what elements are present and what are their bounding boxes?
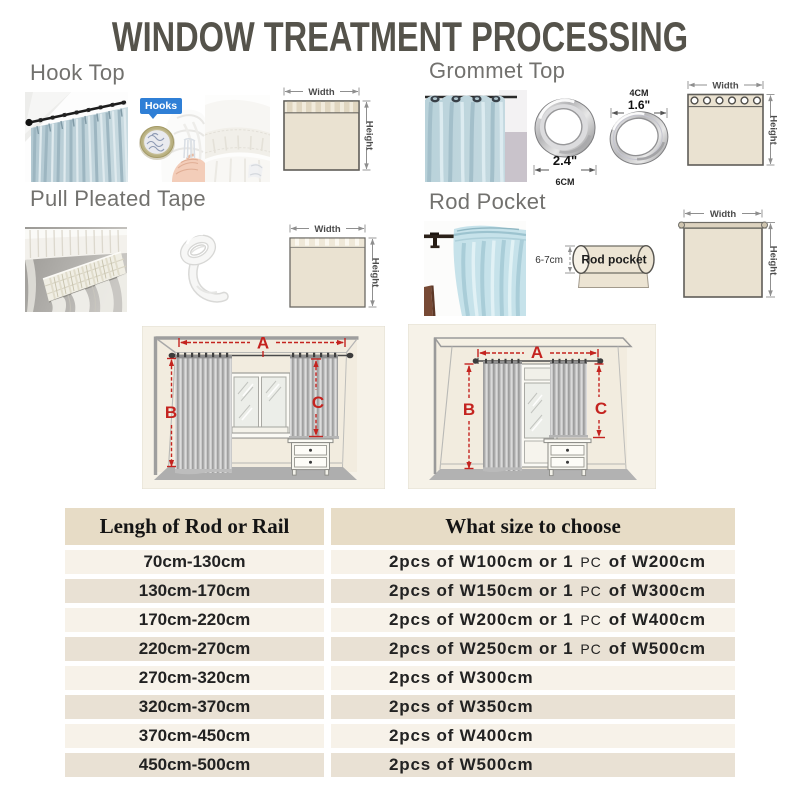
hook-diagram-height-label: Height: [364, 121, 375, 151]
photo-pull-pleated-tape: [25, 227, 127, 312]
measure-b-2: B: [463, 400, 475, 419]
grommet-diagram-height-label: Height: [768, 115, 779, 145]
section-label-grommet-top: Grommet Top: [429, 58, 566, 83]
section-label-rod-pocket: Rod Pocket: [429, 189, 546, 214]
pc-unit-label: PC: [580, 612, 602, 628]
size-table-row: 320cm-370cm 2pcs of W350cm: [65, 695, 735, 719]
grommet-inner-inch-label: 1.6": [628, 98, 650, 112]
section-label-hook-top: Hook Top: [30, 60, 125, 85]
rod-pocket-diagram-width-label: Width: [710, 209, 736, 220]
diagram-rod-pocket-size: Width Height: [678, 209, 779, 298]
rod-pocket-depth-label: 6-7cm: [535, 255, 563, 266]
rod-length-cell: 450cm-500cm: [65, 753, 324, 777]
size-table-row: 270cm-320cm 2pcs of W300cm: [65, 666, 735, 690]
grommet-outer-inch-label: 2.4": [553, 153, 577, 168]
rod-length-cell: 220cm-270cm: [65, 637, 324, 661]
photo-grommet-top-curtain: [425, 90, 527, 182]
pc-unit-label: PC: [580, 554, 602, 570]
photo-grommet-ring-large: 2.4" 6CM: [533, 98, 597, 187]
rod-length-cell: 130cm-170cm: [65, 579, 324, 603]
window-diagram-1: A B C: [142, 326, 385, 489]
size-choice-cell: 2pcs of W400cm: [331, 724, 735, 748]
photo-grommet-ring-small: 4CM 1.6": [609, 88, 669, 165]
diagram-rod-pocket-tube: Rod pocket 6-7cm: [535, 244, 655, 288]
diagram-hook-top-size: Width Height: [283, 87, 375, 171]
hooks-badge-pointer: [148, 113, 158, 119]
size-choice-cell: 2pcs of W500cm: [331, 753, 735, 777]
measure-a-1: A: [257, 334, 269, 353]
window-diagram-2: A B C: [408, 324, 656, 489]
size-table-row: 370cm-450cm 2pcs of W400cm: [65, 724, 735, 748]
measure-b-1: B: [165, 403, 177, 422]
rod-length-cell: 270cm-320cm: [65, 666, 324, 690]
size-table-row: 450cm-500cm 2pcs of W500cm: [65, 753, 735, 777]
size-table: Lengh of Rod or Rail What size to choose…: [65, 508, 735, 782]
size-choice-cell: 2pcs of W300cm: [331, 666, 735, 690]
diagram-pleat-tape-size: Width Height: [289, 224, 381, 308]
measure-c-2: C: [595, 399, 607, 418]
section-label-pull-pleated-tape: Pull Pleated Tape: [30, 186, 206, 211]
grommet-diagram-width-label: Width: [712, 81, 738, 92]
rod-length-cell: 320cm-370cm: [65, 695, 324, 719]
rod-length-cell: 70cm-130cm: [65, 550, 324, 574]
photo-plastic-hook: [160, 226, 240, 312]
size-table-header-size: What size to choose: [331, 508, 735, 545]
measure-c-1: C: [312, 393, 324, 412]
pleat-diagram-width-label: Width: [314, 224, 340, 235]
rod-length-cell: 370cm-450cm: [65, 724, 324, 748]
pc-unit-label: PC: [580, 583, 602, 599]
grommet-outer-cm-label: 6CM: [555, 177, 574, 187]
hook-diagram-width-label: Width: [308, 87, 334, 98]
pc-unit-label: PC: [580, 641, 602, 657]
rod-length-cell: 170cm-220cm: [65, 608, 324, 632]
grommet-inner-cm-label: 4CM: [629, 88, 648, 98]
size-choice-cell: 2pcs of W350cm: [331, 695, 735, 719]
rod-pocket-tube-label: Rod pocket: [581, 253, 646, 267]
photo-pleat-tape-closeup: [205, 95, 270, 182]
pleat-diagram-height-label: Height: [370, 258, 381, 288]
hooks-badge: Hooks: [140, 98, 183, 114]
photo-hook-top-curtain: [25, 92, 128, 182]
size-table-header-rod: Lengh of Rod or Rail: [65, 508, 324, 545]
rod-pocket-diagram-height-label: Height: [768, 246, 779, 276]
measure-a-2: A: [531, 343, 543, 362]
size-table-header-row: Lengh of Rod or Rail What size to choose: [65, 508, 735, 545]
photo-rod-pocket-curtain: [424, 221, 526, 316]
diagram-grommet-top-size: Width Height: [687, 81, 779, 166]
page-title: WINDOW TREATMENT PROCESSING: [111, 13, 689, 60]
